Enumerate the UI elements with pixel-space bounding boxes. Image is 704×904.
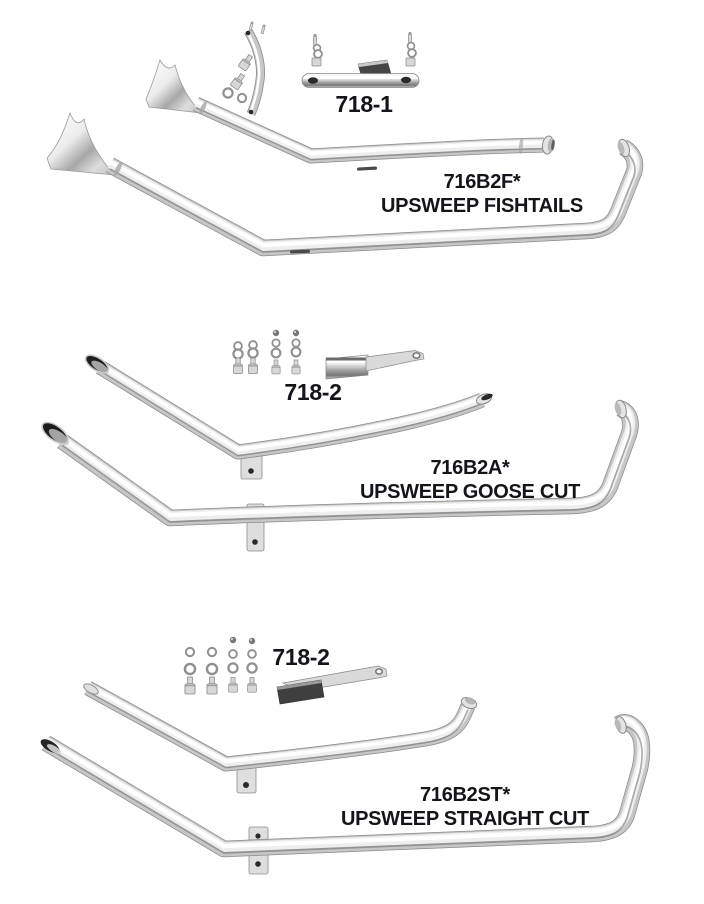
pivot-bracket-arm-image xyxy=(325,350,425,380)
hardware-kit-label-718-1: 718-1 xyxy=(335,91,393,117)
product-label-fishtails: 716B2F* UPSWEEP FISHTAILS xyxy=(381,170,583,218)
hardware-kit-label-718-2-bottom: 718-2 xyxy=(272,644,330,670)
part-number-716b2a: 716B2A* xyxy=(430,457,510,479)
product-label-straight-cut: 716B2ST* UPSWEEP STRAIGHT CUT xyxy=(341,783,589,831)
product-name-goose-cut: UPSWEEP GOOSE CUT xyxy=(359,481,581,503)
lower-goose-pipe-image xyxy=(41,399,631,552)
product-name-fishtails: UPSWEEP FISHTAILS xyxy=(381,195,583,217)
part-number-716b2st: 716B2ST* xyxy=(420,784,510,806)
lower-straight-pipe-image xyxy=(39,715,642,875)
upper-straight-pipe-image xyxy=(82,682,478,794)
product-label-goose-cut: 716B2A* UPSWEEP GOOSE CUT xyxy=(360,456,580,504)
mounting-strap-and-fasteners-image xyxy=(222,20,267,114)
fishtail-exhaust-set-image xyxy=(46,20,635,254)
crossbar-bracket-718-1-image xyxy=(301,31,420,88)
hardware-kit-718-2-bottom-image xyxy=(183,636,258,695)
upper-fishtail-pipe-image xyxy=(145,59,555,171)
goose-cut-exhaust-set-image xyxy=(41,329,631,552)
hardware-kit-label-718-2-middle: 718-2 xyxy=(284,379,342,405)
hardware-kit-718-2-image xyxy=(232,329,302,375)
straight-cut-exhaust-set-image xyxy=(39,636,642,875)
lower-fishtail-pipe-image xyxy=(46,111,635,254)
pivot-bracket-arm-bottom-image xyxy=(276,665,388,705)
product-name-straight-cut: UPSWEEP STRAIGHT CUT xyxy=(340,808,590,830)
part-number-716b2f: 716B2F* xyxy=(443,171,521,193)
upper-goose-pipe-image xyxy=(84,354,493,480)
